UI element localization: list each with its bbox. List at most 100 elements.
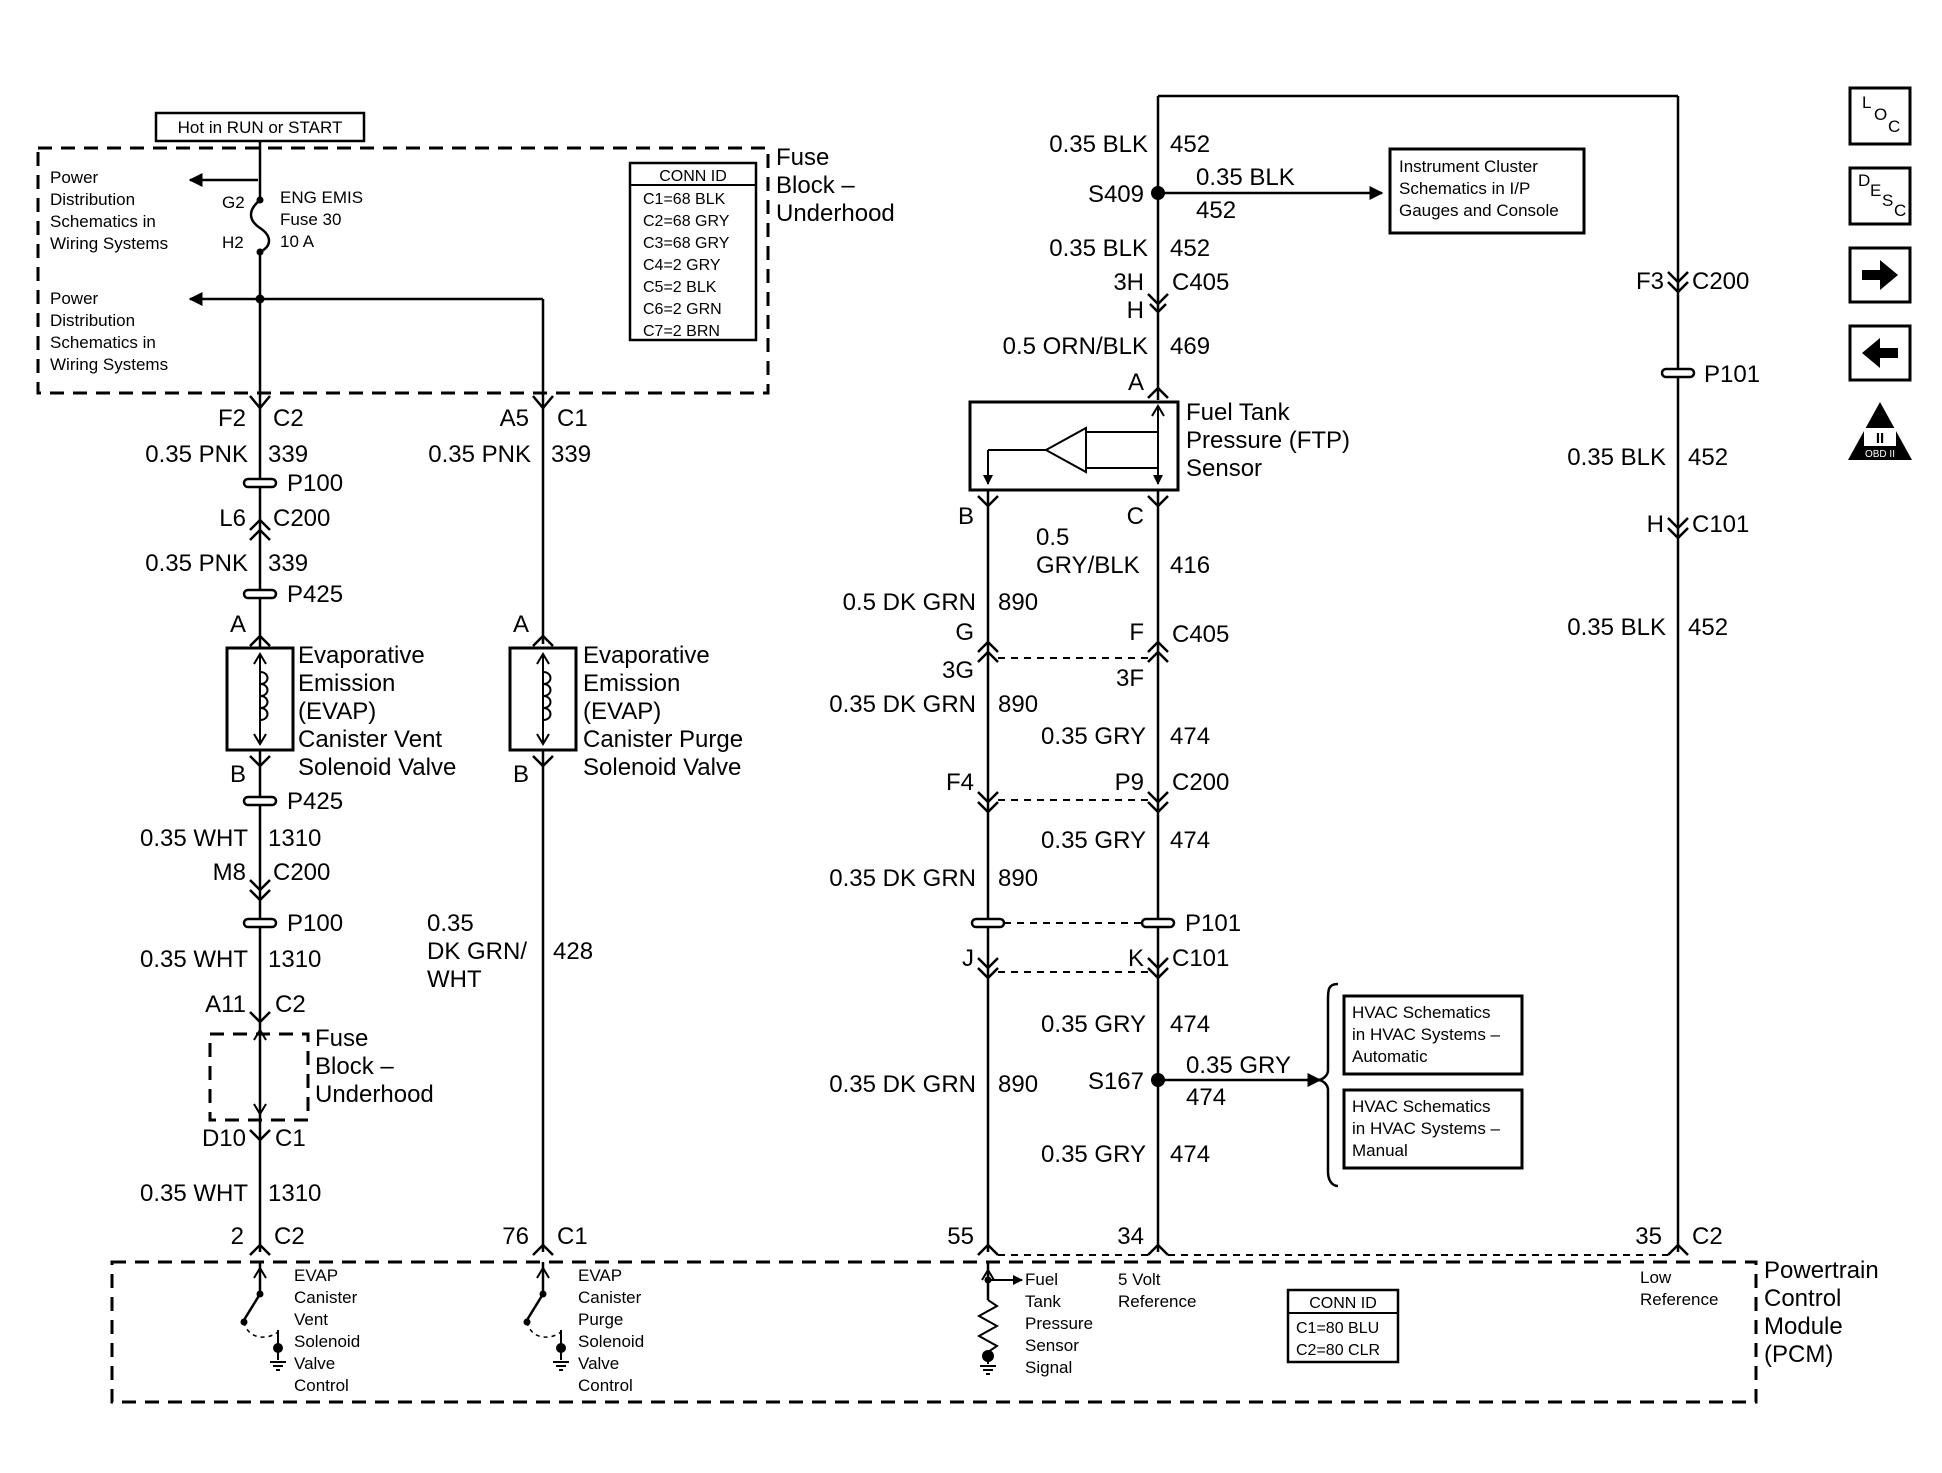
ftp-pin-b: B <box>958 503 974 530</box>
purge-c1-pin: A5 <box>500 405 529 432</box>
description-nav-button[interactable]: D E S C <box>1848 166 1912 226</box>
purge-component-3: (EVAP) <box>583 698 661 725</box>
purge-component-2: Emission <box>583 670 680 697</box>
sensor-w474b-num: 474 <box>1170 827 1210 854</box>
svg-text:D: D <box>1858 171 1870 190</box>
fuse-block-title-1: Fuse <box>776 144 829 171</box>
pcm-vent-ctrl-6: Control <box>294 1376 349 1395</box>
vent-w1-num: 339 <box>268 441 308 468</box>
hvac-manual-ref-box <box>1342 1088 1524 1170</box>
svg-text:C5=2 BLK: C5=2 BLK <box>643 279 717 296</box>
obd-ii-button[interactable]: II OBD II <box>1848 402 1912 460</box>
splice-pack-p100-b <box>242 917 278 929</box>
hvac-auto-ref-box <box>1342 994 1524 1076</box>
pcm-purge-ctrl-6: Control <box>578 1376 633 1395</box>
power-dist-2-line2: Distribution <box>50 311 135 330</box>
connector-pcm-34 <box>1147 1243 1169 1256</box>
vent-p100: P100 <box>287 470 343 497</box>
connector-pcm-55 <box>977 1243 999 1256</box>
fuse-symbol <box>249 199 271 254</box>
vent-fuse-block-2: Block – <box>315 1053 394 1080</box>
splice-pack-p100-a <box>242 477 278 489</box>
vent-c4-pin: A11 <box>205 991 246 1018</box>
vent-p425a: P425 <box>287 581 343 608</box>
sensor-c405-pin: 3H <box>1113 269 1144 296</box>
vent-component-3: (EVAP) <box>298 698 376 725</box>
fuse-desc-3: 10 A <box>280 232 315 251</box>
power-dist-1-line4: Wiring Systems <box>50 234 168 253</box>
location-nav-button[interactable]: L O C <box>1848 86 1912 146</box>
vent-component-1: Evaporative <box>298 642 425 669</box>
pcm-ftp-signal-5: Signal <box>1025 1358 1072 1377</box>
pcm-vent-ctrl-5: Valve <box>294 1354 335 1373</box>
low-reference-circuit: F3 C200 P101 0.35 BLK 452 H C101 0.35 BL… <box>1567 268 1760 1256</box>
connector-a11-c2 <box>249 1011 271 1024</box>
ground-w452b-num: 452 <box>1688 614 1728 641</box>
next-page-button[interactable] <box>1848 246 1912 304</box>
vent-w2-gauge: 0.35 PNK <box>145 550 248 577</box>
svg-text:C7=2 BRN: C7=2 BRN <box>643 323 720 340</box>
power-dist-1-line1: Power <box>50 168 99 187</box>
connector-k-c101 <box>1147 957 1169 970</box>
connector-d10-c1 <box>249 1129 271 1142</box>
hvac-brace <box>1317 982 1339 1188</box>
vent-w3-num: 1310 <box>268 825 321 852</box>
instrument-cluster-ref-box <box>1388 147 1586 235</box>
sensor-w890d-gauge: 0.35 DK GRN <box>829 1071 976 1098</box>
pcm-title-1: Powertrain <box>1764 1257 1879 1284</box>
vent-solenoid-circuit: F2 C2 0.35 PNK 339 P100 L6 C200 0.35 PNK… <box>140 395 456 1256</box>
pcm-purge-ctrl-1: EVAP <box>578 1266 622 1285</box>
splice-pack-p101-a <box>970 917 1006 929</box>
svg-text:C: C <box>1888 117 1900 136</box>
vent-pin-b: B <box>230 761 246 788</box>
power-dist-2-line1: Power <box>50 289 99 308</box>
fuse-desc-2: Fuse 30 <box>280 210 341 229</box>
sensor-w474c-num: 474 <box>1170 1011 1210 1038</box>
svg-text:C2=80 CLR: C2=80 CLR <box>1296 1342 1380 1359</box>
pcm-module: Powertrain Control Module (PCM) EVAP Can… <box>110 1257 1879 1404</box>
connector-pcm-35 <box>1667 1243 1689 1256</box>
pcm-ftp-signal-3: Pressure <box>1025 1314 1093 1333</box>
connector-m8-c200 <box>249 879 271 892</box>
sensor-w452b-gauge: 0.35 BLK <box>1049 235 1148 262</box>
pcm-ftp-signal-1: Fuel <box>1025 1270 1058 1289</box>
sensor-w416-gauge-2: GRY/BLK <box>1036 552 1140 579</box>
sensor-w452b-num: 452 <box>1170 235 1210 262</box>
vent-c4-conn: C2 <box>275 991 306 1018</box>
sensor-w474d-gauge: 0.35 GRY <box>1041 1141 1146 1168</box>
vent-component-5: Solenoid Valve <box>298 754 456 781</box>
svg-text:L: L <box>1862 93 1871 112</box>
vent-pin-a: A <box>230 611 246 638</box>
sensor-c405-conn: C405 <box>1172 269 1229 296</box>
sensor-w452a-gauge: 0.35 BLK <box>1049 131 1148 158</box>
sensor-w416-gauge-1: 0.5 <box>1036 524 1069 551</box>
pcm-title-4: (PCM) <box>1764 1341 1833 1368</box>
sensor-c405b-pin-g: G <box>955 619 974 646</box>
fuse-block-title-2: Block – <box>776 172 855 199</box>
connector-j-c101 <box>977 957 999 970</box>
svg-text:E: E <box>1870 181 1881 200</box>
connector-3h-c405 <box>1147 293 1169 306</box>
purge-w1-num: 339 <box>551 441 591 468</box>
vent-w5-gauge: 0.35 WHT <box>140 1180 248 1207</box>
ground-c200-conn: C200 <box>1692 268 1749 295</box>
purge-pin-b: B <box>513 761 529 788</box>
sensor-w890d-num: 890 <box>998 1071 1038 1098</box>
connector-f2-c2 <box>249 395 271 410</box>
purge-driver-switch <box>525 1293 545 1321</box>
connector-f-c405 <box>1147 640 1169 653</box>
vent-c1-conn: C2 <box>273 405 304 432</box>
vent-c5-conn: C1 <box>275 1125 306 1152</box>
svg-text:II: II <box>1876 430 1884 447</box>
pcm-lowref-2: Reference <box>1640 1290 1718 1309</box>
hvac-auto-3: Automatic <box>1352 1047 1428 1066</box>
purge-component-1: Evaporative <box>583 642 710 669</box>
pcm-ref5v-2: Reference <box>1118 1292 1196 1311</box>
fuse-pin-g2: G2 <box>222 193 245 212</box>
svg-text:S: S <box>1882 191 1893 210</box>
sensor-p101: P101 <box>1185 910 1241 937</box>
previous-page-button[interactable] <box>1848 324 1912 382</box>
connector-l6-c200 <box>249 518 271 531</box>
vent-pcm-pin: 2 <box>231 1223 244 1250</box>
